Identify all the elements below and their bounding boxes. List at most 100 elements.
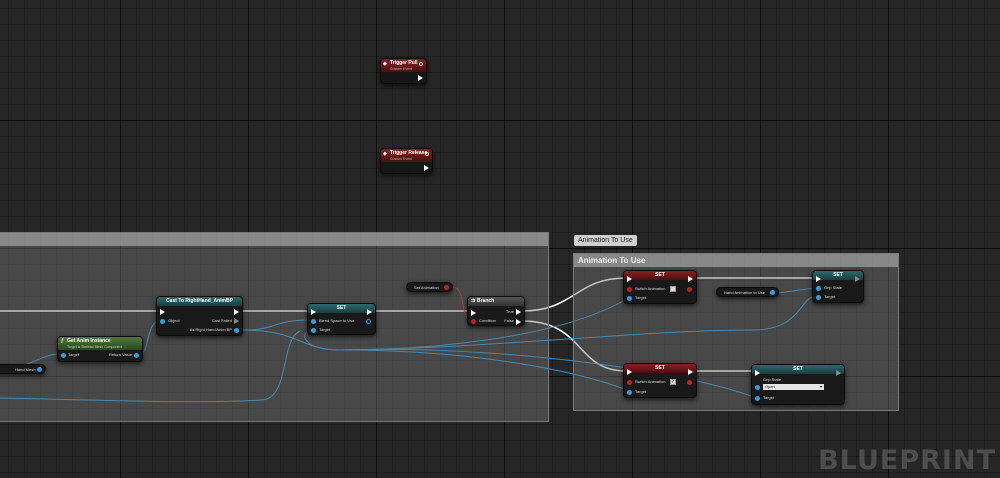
exec-out-pin[interactable] (418, 75, 423, 81)
comment-title-left (0, 233, 548, 246)
set-grip-state-bottom[interactable]: SET Grip State Open ▾ Target (751, 364, 845, 405)
comment-box-left[interactable] (0, 232, 549, 422)
false-pin[interactable] (516, 319, 521, 325)
hand-mesh-variable[interactable]: Hand Mesh (0, 364, 46, 374)
exec-out-pin[interactable] (424, 165, 429, 171)
switch-animation-pin[interactable] (627, 380, 632, 385)
exec-wire (521, 277, 627, 312)
switch-animation-out-pin[interactable] (687, 287, 692, 292)
target-pin[interactable] (627, 390, 632, 395)
pin-label: Grip State (763, 377, 782, 382)
node-header: ƒ Get Anim Instance Target is Skeletal M… (58, 337, 142, 350)
output-pin[interactable] (770, 290, 775, 295)
switch-animation-checkbox[interactable] (670, 286, 676, 292)
event-header: ◆ Trigger Pull Custom Event (381, 59, 426, 72)
pin-label: Target (635, 295, 647, 300)
target-pin[interactable] (311, 328, 316, 333)
set-blend-space-node[interactable]: SET Blend Space to Use Target (307, 303, 376, 335)
target-pin[interactable] (61, 353, 66, 358)
output-pin[interactable] (444, 285, 449, 290)
node-header: ⇉ Branch (468, 297, 524, 306)
exec-in-pin[interactable] (627, 276, 632, 282)
pin-label: Return Value (108, 352, 132, 357)
variable-label: Hand Mesh (15, 367, 36, 372)
grip-state-pin[interactable] (816, 286, 821, 291)
object-wire (339, 348, 755, 398)
event-subtitle: Custom Event (390, 67, 412, 71)
pin-label: Switch Animation (635, 286, 666, 291)
comment-tooltip: Animation To Use (574, 235, 637, 246)
return-pin[interactable] (134, 353, 139, 358)
node-title: Branch (477, 298, 495, 304)
set-switch-animation-bottom[interactable]: SET Switch Animation ✓ Target (623, 363, 697, 398)
object-wire (0, 330, 301, 403)
exec-in-pin[interactable] (816, 276, 821, 282)
exec-out-pin[interactable] (234, 309, 239, 315)
exec-in-pin[interactable] (311, 309, 316, 315)
exec-in-pin[interactable] (471, 310, 476, 316)
pin-label: Switch Animation (635, 379, 666, 384)
switch-animation-pin[interactable] (627, 287, 632, 292)
cast-failed-pin[interactable] (234, 318, 239, 324)
true-pin[interactable] (516, 309, 521, 315)
node-header: SET (752, 365, 844, 374)
branch-node[interactable]: ⇉ Branch True Condition False (467, 296, 525, 326)
node-title: Get Anim Instance (67, 338, 111, 344)
node-header: SET (624, 364, 696, 373)
blend-space-out-pin[interactable] (366, 319, 371, 324)
set-animation-variable[interactable]: Set Animation (406, 282, 453, 292)
event-title: Trigger Pull (390, 60, 418, 66)
function-icon: ƒ (61, 338, 64, 344)
event-trigger-release[interactable]: ◆ Trigger Release Custom Event (380, 148, 433, 174)
exec-out-pin[interactable] (836, 370, 841, 376)
delegate-pin[interactable] (425, 152, 429, 156)
exec-out-pin[interactable] (855, 276, 860, 282)
object-wire (339, 295, 816, 351)
pin-label: Target (824, 294, 836, 299)
hand-animation-variable[interactable]: Hand Animation to Use (716, 287, 779, 297)
grip-state-dropdown[interactable]: Open ▾ (763, 384, 824, 390)
get-anim-instance-node[interactable]: ƒ Get Anim Instance Target is Skeletal M… (57, 336, 143, 362)
object-wire (339, 349, 631, 392)
condition-pin[interactable] (471, 319, 476, 324)
pin-label: False (504, 318, 514, 323)
event-trigger-pull[interactable]: ◆ Trigger Pull Custom Event (380, 58, 427, 84)
branch-icon: ⇉ (471, 298, 476, 304)
event-subtitle: Custom Event (390, 157, 412, 161)
pin-label: Target (68, 352, 80, 357)
as-output-pin[interactable] (234, 328, 239, 333)
node-header: SET (813, 271, 863, 280)
event-title: Trigger Release (390, 150, 428, 156)
cast-node[interactable]: Cast To RightHand_AnimBP Object Cast Fai… (156, 296, 243, 336)
event-icon: ◆ (383, 151, 387, 157)
object-wire (777, 287, 816, 294)
object-pin[interactable] (160, 319, 165, 324)
set-grip-state-top[interactable]: SET Grip State Target (812, 270, 864, 303)
target-pin[interactable] (627, 296, 632, 301)
set-switch-animation-top[interactable]: SET Switch Animation Target (623, 270, 697, 304)
exec-out-pin[interactable] (367, 309, 372, 315)
switch-animation-checkbox[interactable]: ✓ (670, 379, 676, 385)
exec-in-pin[interactable] (160, 309, 165, 315)
chevron-down-icon: ▾ (819, 384, 822, 389)
switch-animation-out-pin[interactable] (687, 380, 692, 385)
blend-space-pin[interactable] (311, 319, 316, 324)
exec-in-pin[interactable] (627, 369, 632, 375)
pin-label: Target (763, 395, 775, 400)
exec-wire (521, 320, 627, 372)
pin-label: Cast Failed (211, 318, 232, 323)
pin-label: As Right Hand Anim BP (189, 327, 232, 332)
target-pin[interactable] (755, 396, 760, 401)
target-pin[interactable] (816, 295, 821, 300)
output-pin[interactable] (37, 367, 42, 372)
exec-out-pin[interactable] (688, 369, 693, 375)
node-header: SET (308, 304, 375, 313)
exec-in-pin[interactable] (755, 370, 760, 376)
pin-label: Condition (479, 318, 496, 323)
delegate-pin[interactable] (419, 62, 423, 66)
pin-label: Grip State (824, 285, 843, 290)
exec-out-pin[interactable] (688, 276, 693, 282)
object-wire (241, 319, 312, 331)
grip-state-pin[interactable] (755, 385, 760, 390)
